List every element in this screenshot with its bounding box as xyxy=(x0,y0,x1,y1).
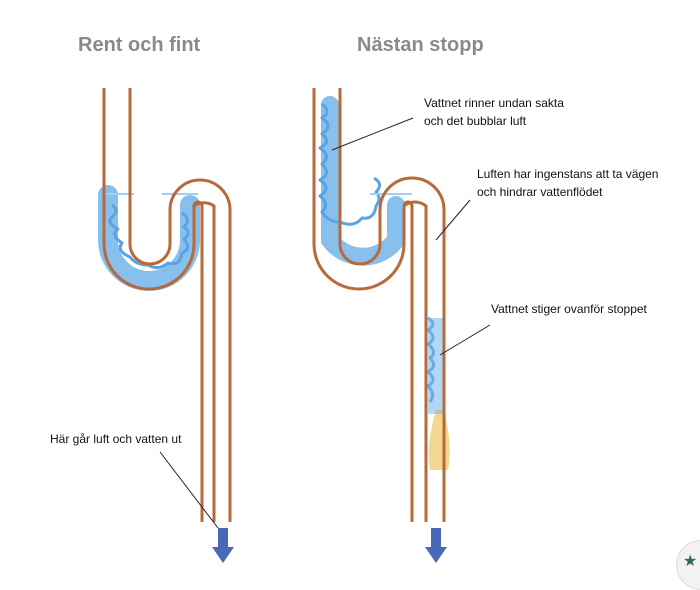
right-water-squiggle xyxy=(318,102,381,226)
annotation-line: och det bubblar luft xyxy=(424,114,527,128)
left-pipe-inner-bend xyxy=(193,201,216,522)
annotation-drains-slowly: Vattnet rinner undan sakta och det bubbl… xyxy=(424,94,564,130)
annotation-water-rises: Vattnet stiger ovanför stoppet xyxy=(491,300,647,318)
left-water-fill xyxy=(98,185,200,291)
blockage xyxy=(428,410,450,470)
leader-line-drains-slowly xyxy=(331,117,414,151)
annotation-line: Vattnet rinner undan sakta xyxy=(424,96,564,110)
title-almost-clogged: Nästan stopp xyxy=(357,34,484,56)
annotation-line: Här går luft och vatten ut xyxy=(50,432,182,446)
arrow-down-icon xyxy=(425,528,447,563)
annotation-line: Vattnet stiger ovanför stoppet xyxy=(491,302,647,316)
right-water-fill xyxy=(321,96,405,266)
annotation-air-nowhere: Luften har ingenstans att ta vägen och h… xyxy=(477,165,658,201)
annotation-line: och hindrar vattenflödet xyxy=(477,185,603,199)
right-pipe-outer-wall xyxy=(312,88,446,522)
star-icon: ★ xyxy=(683,551,698,570)
title-clean-trap: Rent och fint xyxy=(78,34,201,56)
right-pipe-inner-bend xyxy=(403,200,428,522)
right-outlet-water-fill xyxy=(428,318,444,414)
left-trap xyxy=(98,88,232,522)
annotation-air-water-exit: Här går luft och vatten ut xyxy=(50,430,181,448)
leader-line-exit xyxy=(159,451,219,529)
annotation-line: Luften har ingenstans att ta vägen xyxy=(477,167,659,181)
leader-line-air-nowhere xyxy=(435,199,471,241)
drain-trap-diagram: Rent och fint Nästan stopp xyxy=(50,34,700,590)
diagram-canvas xyxy=(98,88,491,563)
left-pipe-outer-wall xyxy=(102,88,232,522)
arrow-down-icon xyxy=(212,528,234,563)
leader-line-water-rises xyxy=(439,324,491,356)
right-trap xyxy=(312,88,450,522)
